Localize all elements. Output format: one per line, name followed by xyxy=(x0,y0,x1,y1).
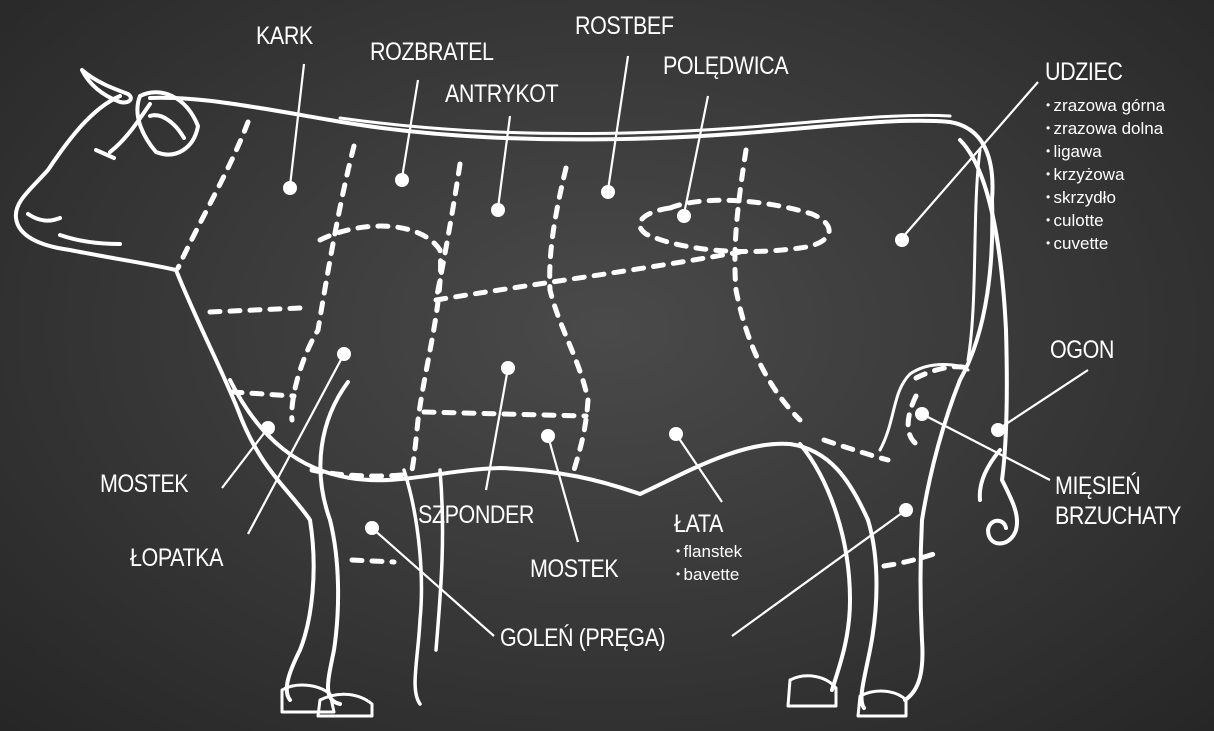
label-poledwica: POLĘDWICA xyxy=(663,54,788,79)
label-antrykot: ANTRYKOT xyxy=(445,82,558,107)
label-kark: KARK xyxy=(256,24,313,49)
cow-tail xyxy=(960,140,1017,544)
cow-ear xyxy=(137,92,198,154)
label-miesien-brzuchaty-line1: MIĘSIEŃ xyxy=(1055,474,1140,499)
cow-back-leg xyxy=(800,444,877,708)
udziec-item: ligawa xyxy=(1046,140,1165,163)
lata-item: bavette xyxy=(676,563,742,586)
cow-horn xyxy=(82,70,131,102)
cow-front-leg xyxy=(176,270,348,704)
label-ogon: OGON xyxy=(1050,338,1114,363)
label-mostek-mid: MOSTEK xyxy=(530,557,618,582)
udziec-item: cuvette xyxy=(1046,232,1165,255)
label-golen: GOLEŃ (PRĘGA) xyxy=(500,626,665,651)
label-rozbratel: ROZBRATEL xyxy=(370,40,494,65)
udziec-cuts-list: zrazowa górna zrazowa dolna ligawa krzyż… xyxy=(1046,94,1165,255)
udziec-item: skrzydło xyxy=(1046,186,1165,209)
udziec-item: culotte xyxy=(1046,209,1165,232)
label-szponder: SZPONDER xyxy=(418,503,534,528)
lata-cuts-list: flanstek bavette xyxy=(676,540,742,586)
lata-item: flanstek xyxy=(676,540,742,563)
cow-back-outline xyxy=(150,98,993,200)
label-miesien-brzuchaty-line2: BRZUCHATY xyxy=(1055,504,1181,529)
label-lata: ŁATA xyxy=(674,512,723,537)
label-mostek-front: MOSTEK xyxy=(100,472,188,497)
cow-rump-outline xyxy=(905,200,992,700)
label-udziec: UDZIEC xyxy=(1045,60,1122,85)
udziec-item: zrazowa górna xyxy=(1046,94,1165,117)
udziec-item: zrazowa dolna xyxy=(1046,117,1165,140)
udziec-item: krzyżowa xyxy=(1046,163,1165,186)
label-lopatka: ŁOPATKA xyxy=(130,546,223,571)
label-rostbef: ROSTBEF xyxy=(575,14,674,39)
